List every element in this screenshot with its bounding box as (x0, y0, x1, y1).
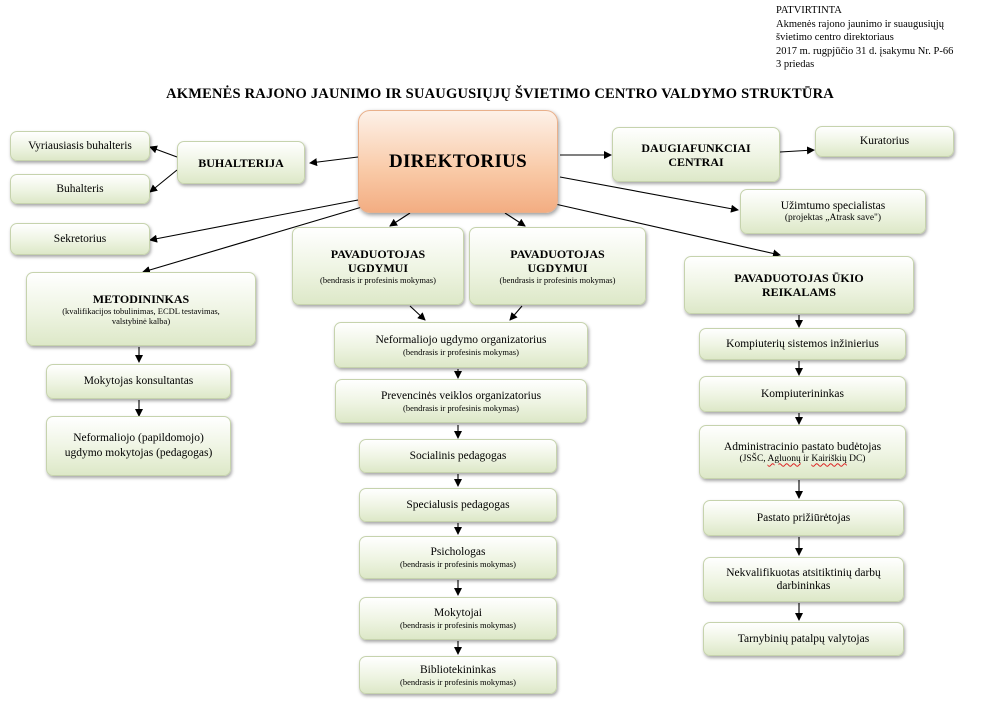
node-kuratorius: Kuratorius (815, 126, 954, 157)
node-metodininkas-sub: (kvalifikacijos tobulinimas, ECDL testav… (62, 306, 220, 326)
admin-sub-part-d: Kairiškių (811, 453, 847, 464)
node-bibliotekininkas-label: Bibliotekininkas (419, 663, 497, 676)
node-nekvalifikuotas-label: Nekvalifikuotas atsitiktinių darbų darbi… (726, 566, 881, 592)
node-pav-ugdymui-1: PAVADUOTOJAS UGDYMUI (bendrasis ir profe… (292, 227, 464, 305)
node-pav-ugdymui-1-sub: (bendrasis ir profesinis mokymas) (320, 275, 436, 285)
node-pav-ukio: PAVADUOTOJAS ŪKIO REIKALAMS (684, 256, 914, 314)
approval-line-1: PATVIRTINTA (776, 5, 842, 16)
admin-sub-part-e: DC) (846, 453, 866, 464)
node-admin-budetojas-label: Administracinio pastato budėtojas (723, 440, 882, 453)
edge-buh-buh (149, 169, 178, 193)
page-title: AKMENĖS RAJONO JAUNIMO IR SUAUGUSIŲJŲ ŠV… (166, 86, 834, 102)
node-daugiafunkciai-label: DAUGIAFUNKCIAI CENTRAI (641, 140, 751, 169)
node-direktorius: DIREKTORIUS (358, 110, 558, 213)
node-mokytojai-label: Mokytojai (434, 607, 482, 619)
edge-dir-pav1 (389, 212, 411, 227)
approval-line-4: 2017 m. rugpjūčio 31 d. įsakymu Nr. P-66 (776, 45, 954, 57)
node-prevencines-label: Prevencinės veiklos organizatorius (380, 389, 542, 402)
node-nekvalifikuotas: Nekvalifikuotas atsitiktinių darbų darbi… (703, 557, 904, 602)
node-prevencines-sub: (bendrasis ir profesinis mokymas) (403, 402, 519, 413)
approval-line-5: 3 priedas (776, 59, 815, 70)
node-mokytojai-sub: (bendrasis ir profesinis mokymas) (400, 620, 516, 630)
admin-sub-part-c: ir (800, 453, 812, 464)
node-metodininkas: METODININKAS (kvalifikacijos tobulinimas… (26, 272, 256, 346)
node-pastato-priziuretojas-label: Pastato prižiūrėtojas (756, 511, 851, 524)
edge-dir-pav2 (504, 212, 526, 227)
node-sekretorius: Sekretorius (10, 223, 150, 255)
node-socialinis-pedagogas: Socialinis pedagogas (359, 439, 557, 473)
node-neformaliojo-papildomojo-label: Neformaliojo (papildomojo) ugdymo mokyto… (64, 432, 213, 459)
node-specialusis-pedagogas-label: Specialusis pedagogas (406, 498, 510, 511)
node-uzimtumo: Užimtumo specialistas (projektas „Atrask… (740, 189, 926, 234)
node-valytojas: Tarnybinių patalpų valytojas (703, 622, 904, 656)
edge-pav1-neform (409, 305, 426, 321)
node-pav-ugdymui-2: PAVADUOTOJAS UGDYMUI (bendrasis ir profe… (469, 227, 646, 305)
edge-dir-metodininkas (142, 206, 363, 274)
edge-dir-pavukio (554, 203, 781, 258)
node-direktorius-label: DIREKTORIUS (388, 150, 528, 172)
node-kuratorius-label: Kuratorius (859, 135, 910, 147)
admin-sub-part-b: Agluonų (767, 453, 801, 464)
node-metodininkas-label: METODININKAS (92, 292, 190, 306)
node-kompiuterininkas-label: Kompiuterininkas (760, 387, 845, 400)
edge-daug-kuratorius (779, 146, 815, 155)
node-vyr-buhalteris: Vyriausiasis buhalteris (10, 131, 150, 161)
node-vyr-buhalteris-label: Vyriausiasis buhalteris (28, 139, 132, 152)
edge-dir-buhalterija (309, 156, 359, 167)
node-admin-budetojas-sub: (JSŠC, Agluonų ir Kairiškių DC) (740, 454, 866, 464)
edge-pav2-neform (509, 305, 523, 321)
node-buhalterija-label: BUHALTERIJA (198, 155, 284, 170)
node-pav-ugdymui-2-sub: (bendrasis ir profesinis mokymas) (499, 275, 616, 285)
approval-note: PATVIRTINTA Akmenės rajono jaunimo ir su… (776, 4, 953, 72)
node-mokytojas-konsultantas: Mokytojas konsultantas (46, 364, 231, 399)
node-neformaliojo-organizatorius: Neformaliojo ugdymo organizatorius (bend… (334, 322, 588, 368)
node-bibliotekininkas: Bibliotekininkas (bendrasis ir profesini… (359, 656, 557, 694)
edge-dir-uzimtumo (559, 176, 739, 213)
approval-line-2: Akmenės rajono jaunimo ir suaugusiųjų (776, 18, 944, 30)
node-psichologas-label: Psichologas (430, 546, 486, 558)
node-daugiafunkciai: DAUGIAFUNKCIAI CENTRAI (612, 127, 780, 182)
node-uzimtumo-sub: (projektas „Atrask save") (784, 213, 882, 223)
edge-buh-vyr (149, 145, 178, 158)
node-prevencines: Prevencinės veiklos organizatorius (bend… (335, 379, 587, 423)
node-buhalterija: BUHALTERIJA (177, 141, 305, 184)
node-mokytojas-konsultantas-label: Mokytojas konsultantas (83, 375, 194, 387)
node-socialinis-pedagogas-label: Socialinis pedagogas (409, 449, 507, 462)
node-psichologas-sub: (bendrasis ir profesinis mokymas) (400, 559, 516, 569)
node-pastato-priziuretojas: Pastato prižiūrėtojas (703, 500, 904, 536)
node-kompiuterininkas: Kompiuterininkas (699, 376, 906, 412)
node-pav-ugdymui-1-label: PAVADUOTOJAS UGDYMUI (330, 247, 426, 275)
node-valytojas-label: Tarnybinių patalpų valytojas (737, 632, 870, 645)
node-pav-ugdymui-2-label: PAVADUOTOJAS UGDYMUI (510, 247, 605, 275)
node-neformaliojo-organizatorius-label: Neformaliojo ugdymo organizatorius (375, 333, 547, 346)
node-neformaliojo-organizatorius-sub: (bendrasis ir profesinis mokymas) (403, 346, 519, 357)
node-buhalteris-label: Buhalteris (56, 182, 104, 195)
approval-line-3: švietimo centro direktoriaus (776, 32, 894, 43)
node-psichologas: Psichologas (bendrasis ir profesinis mok… (359, 536, 557, 579)
node-neformaliojo-papildomojo: Neformaliojo (papildomojo) ugdymo mokyto… (46, 416, 231, 476)
node-specialusis-pedagogas: Specialusis pedagogas (359, 488, 557, 522)
node-uzimtumo-label: Užimtumo specialistas (780, 200, 886, 212)
node-buhalteris: Buhalteris (10, 174, 150, 204)
node-sekretorius-label: Sekretorius (53, 232, 107, 245)
node-pav-ukio-label: PAVADUOTOJAS ŪKIO REIKALAMS (734, 271, 864, 299)
admin-sub-part-a: (JSŠC, (739, 453, 768, 464)
node-mokytojai: Mokytojai (bendrasis ir profesinis mokym… (359, 597, 557, 640)
node-kompiuteriu-inzinierius-label: Kompiuterių sistemos inžinierius (726, 337, 879, 350)
node-admin-budetojas: Administracinio pastato budėtojas (JSŠC,… (699, 425, 906, 479)
edge-dir-sekretorius (149, 199, 359, 243)
node-kompiuteriu-inzinierius: Kompiuterių sistemos inžinierius (699, 328, 906, 360)
node-bibliotekininkas-sub: (bendrasis ir profesinis mokymas) (400, 676, 516, 687)
